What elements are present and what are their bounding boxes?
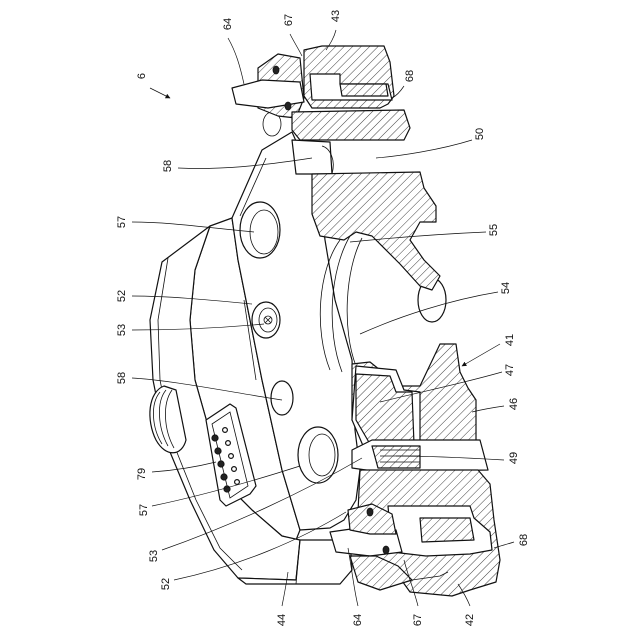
leader-46 (472, 406, 504, 412)
label-52-bot: 52 (160, 578, 172, 590)
leader-50 (376, 140, 472, 158)
label-53-top: 53 (116, 324, 128, 336)
label-46: 46 (508, 398, 520, 410)
label-68-bot: 68 (518, 534, 530, 546)
label-43: 43 (330, 10, 342, 22)
label-41: 41 (504, 334, 516, 346)
label-55: 55 (488, 224, 500, 236)
label-67-top: 67 (283, 14, 295, 26)
label-6: 6 (136, 73, 148, 79)
label-49: 49 (508, 452, 520, 464)
label-57-top: 57 (116, 216, 128, 228)
leader-67-top (290, 34, 302, 56)
label-64-bot: 64 (352, 614, 364, 626)
label-47: 47 (504, 364, 516, 376)
label-64-top: 64 (222, 18, 234, 30)
label-58-top: 58 (162, 160, 174, 172)
label-53-bot: 53 (148, 550, 160, 562)
label-79: 79 (136, 468, 148, 480)
label-42: 42 (464, 614, 476, 626)
label-44: 44 (276, 614, 288, 626)
label-52-top: 52 (116, 290, 128, 302)
label-58-mid: 58 (116, 372, 128, 384)
label-57-bot: 57 (138, 504, 150, 516)
label-67-bot: 67 (412, 614, 424, 626)
arrow-6 (150, 88, 170, 98)
label-68-top: 68 (404, 70, 416, 82)
label-50: 50 (474, 128, 486, 140)
label-54: 54 (500, 282, 512, 294)
leader-64-top (228, 38, 244, 84)
arrow-41 (462, 344, 500, 366)
